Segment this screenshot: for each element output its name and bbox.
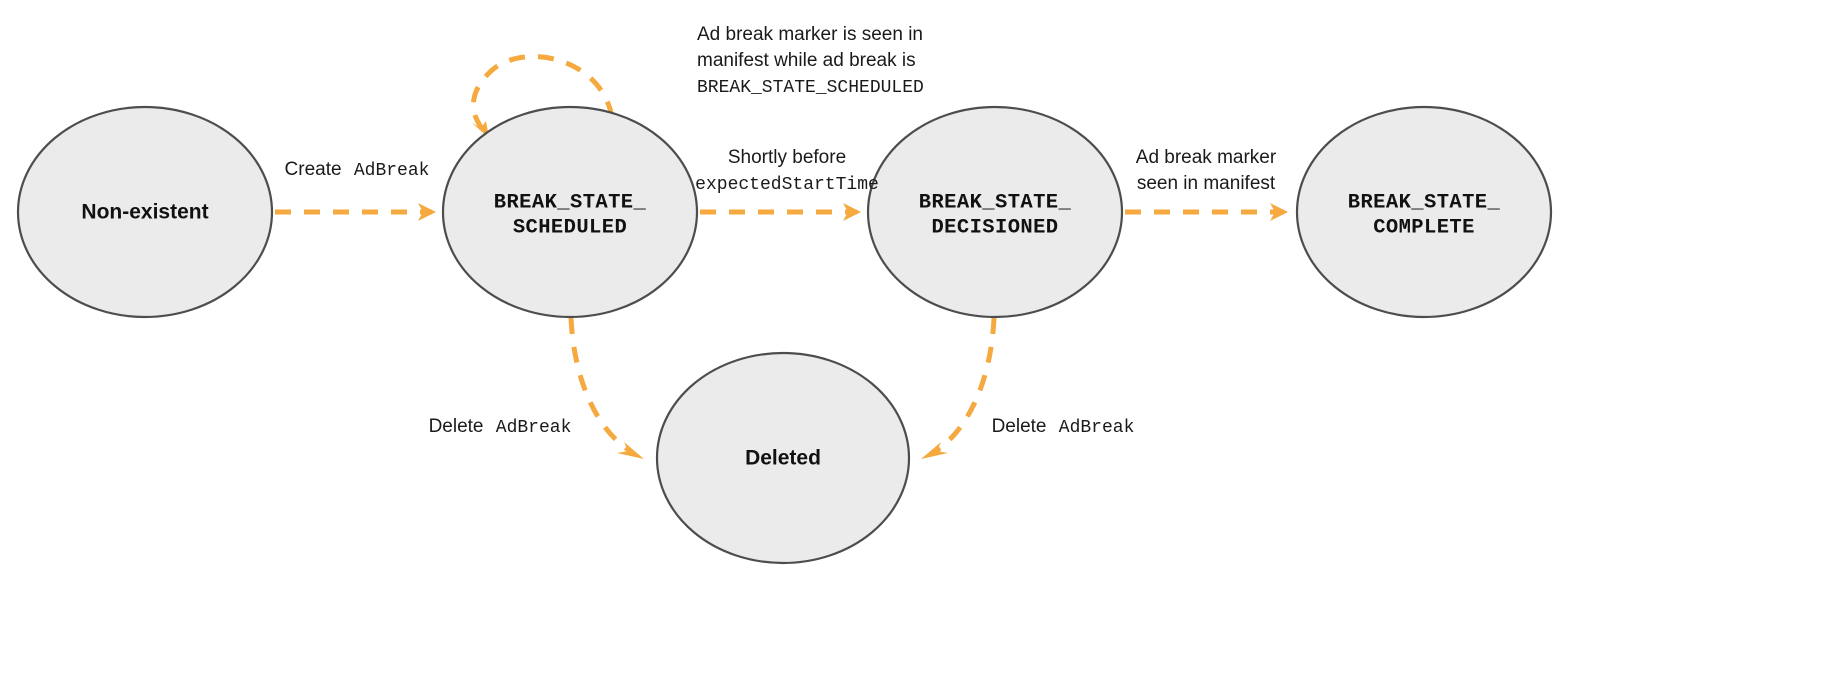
edge-label-shortly-line2: expectedStartTime <box>695 175 879 195</box>
node-non-existent[interactable]: Non-existent <box>16 105 274 319</box>
node-break-state-complete-shape[interactable] <box>1295 105 1553 319</box>
edge-label-scheduled-to-decisioned: Shortly before expectedStartTime <box>695 147 879 195</box>
edge-create-adbreak-arrowhead <box>418 203 436 221</box>
edge-label-create-adbreak: Create AdBreak <box>285 159 430 181</box>
edge-label-marker-line2: seen in manifest <box>1137 173 1276 194</box>
edge-label-shortly-line1: Shortly before <box>728 147 846 168</box>
edge-label-scheduled-self-loop: Ad break marker is seen in manifest whil… <box>697 24 924 98</box>
node-deleted-shape[interactable] <box>655 351 911 565</box>
edge-label-loop-line2: manifest while ad break is <box>697 50 916 71</box>
edge-label-loop-line3: BREAK_STATE_SCHEDULED <box>697 78 924 98</box>
edge-label-delete-left-word: Delete <box>429 416 484 437</box>
edge-decisioned-to-deleted <box>921 317 997 459</box>
svg-text:Delete AdBreak: Delete AdBreak <box>992 416 1135 438</box>
node-deleted-label: Deleted <box>745 447 821 470</box>
edge-scheduled-to-deleted-line <box>568 317 634 455</box>
node-break-state-scheduled-shape[interactable] <box>441 105 699 319</box>
edge-scheduled-to-decisioned-arrowhead <box>843 203 861 221</box>
edge-label-delete-left-mono: AdBreak <box>496 418 572 438</box>
edge-label-scheduled-to-deleted: Delete AdBreak <box>429 416 572 438</box>
node-break-state-decisioned-label-line1: BREAK_STATE_ <box>919 191 1072 214</box>
edge-create-adbreak <box>275 203 436 221</box>
node-break-state-decisioned-shape[interactable] <box>866 105 1124 319</box>
edge-scheduled-to-decisioned <box>700 203 861 221</box>
node-break-state-decisioned-label-line2: DECISIONED <box>931 216 1058 239</box>
edge-decisioned-to-deleted-arrowhead <box>921 442 948 459</box>
edge-scheduled-to-deleted <box>568 317 644 459</box>
edge-scheduled-to-deleted-arrowhead <box>617 442 644 459</box>
edge-scheduled-self-loop-line <box>471 54 615 133</box>
node-break-state-decisioned[interactable]: BREAK_STATE_ DECISIONED <box>866 105 1124 319</box>
edge-label-decisioned-to-deleted: Delete AdBreak <box>992 416 1135 438</box>
edge-label-marker-line1: Ad break marker <box>1136 147 1277 168</box>
node-deleted[interactable]: Deleted <box>655 351 911 565</box>
edge-label-delete-right-word: Delete <box>992 416 1047 437</box>
node-break-state-scheduled-label-line2: SCHEDULED <box>513 216 627 239</box>
edge-label-create-word: Create <box>285 159 342 180</box>
edge-decisioned-to-deleted-line <box>932 317 997 455</box>
edge-label-loop-line1: Ad break marker is seen in <box>697 24 923 45</box>
node-break-state-complete-label-line2: COMPLETE <box>1373 216 1475 239</box>
node-break-state-complete[interactable]: BREAK_STATE_ COMPLETE <box>1295 105 1553 319</box>
edge-decisioned-to-complete-arrowhead <box>1270 203 1288 221</box>
node-break-state-scheduled-label-line1: BREAK_STATE_ <box>494 191 647 214</box>
node-non-existent-shape[interactable] <box>16 105 274 319</box>
node-break-state-scheduled[interactable]: BREAK_STATE_ SCHEDULED <box>441 105 699 319</box>
node-non-existent-label: Non-existent <box>81 201 208 224</box>
node-break-state-complete-label-line1: BREAK_STATE_ <box>1348 191 1501 214</box>
edge-decisioned-to-complete <box>1125 203 1288 221</box>
svg-text:Delete AdBreak: Delete AdBreak <box>429 416 572 438</box>
svg-text:Create AdBreak: Create AdBreak <box>285 159 430 181</box>
edge-label-delete-right-mono: AdBreak <box>1059 418 1135 438</box>
edge-label-create-mono: AdBreak <box>354 161 430 181</box>
edge-label-decisioned-to-complete: Ad break marker seen in manifest <box>1136 147 1277 194</box>
